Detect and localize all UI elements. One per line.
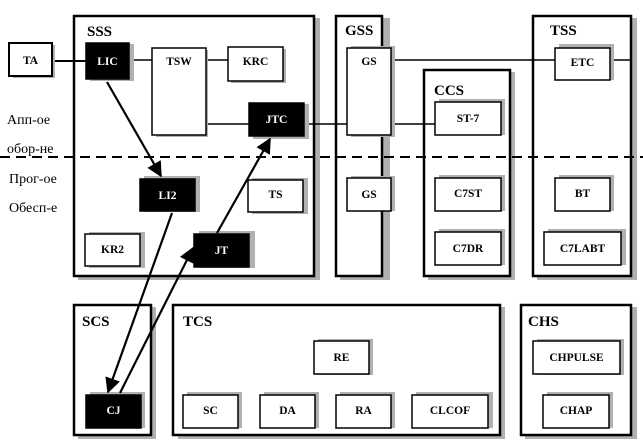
block-gs-software-label: GS xyxy=(361,189,376,201)
arrow-cj-to-jt xyxy=(119,246,194,394)
block-li2[interactable]: LI2 xyxy=(139,176,200,212)
block-c7labt[interactable]: C7LABT xyxy=(543,229,626,266)
block-tsw-label: TSW xyxy=(166,56,192,68)
block-cj-label: CJ xyxy=(106,405,120,417)
block-ts-label: TS xyxy=(268,189,282,201)
block-kr2-label: KR2 xyxy=(101,244,124,256)
block-ts[interactable]: TS xyxy=(247,178,308,214)
block-da[interactable]: DA xyxy=(259,392,319,429)
block-etc[interactable]: ETC xyxy=(554,44,614,81)
tcs-title: TCS xyxy=(183,314,212,330)
block-sc-label: SC xyxy=(203,405,218,417)
arrow-li2-to-cj xyxy=(105,212,174,394)
block-chap[interactable]: CHAP xyxy=(542,392,613,429)
block-bt-label: BT xyxy=(575,188,591,200)
block-sc[interactable]: SC xyxy=(182,392,242,429)
block-jt-label: JT xyxy=(215,245,229,257)
block-gs-software[interactable]: GS xyxy=(346,176,395,212)
block-clcof-label: CLCOF xyxy=(430,405,470,417)
block-c7st[interactable]: C7ST xyxy=(434,175,505,212)
block-lic-label: LIC xyxy=(97,56,117,68)
block-gs-hardware[interactable]: GS xyxy=(346,46,395,137)
side-labels: Апп-ое обор-не Прог-ое Обесп-е xyxy=(7,113,57,216)
arrows xyxy=(105,81,271,394)
block-jt[interactable]: JT xyxy=(193,231,255,268)
block-ra[interactable]: RA xyxy=(335,392,395,429)
block-kr2[interactable]: KR2 xyxy=(84,232,145,268)
block-st7-label: ST-7 xyxy=(457,113,480,125)
block-li2-label: LI2 xyxy=(159,190,177,202)
block-re[interactable]: RE xyxy=(313,339,373,375)
sss-title: SSS xyxy=(87,24,112,40)
block-jtc-label: JTC xyxy=(266,114,288,126)
block-gs-hardware-label: GS xyxy=(361,56,376,68)
block-clcof[interactable]: CLCOF xyxy=(411,392,493,429)
label-hardware-line2: обор-не xyxy=(7,142,54,157)
block-cj[interactable]: CJ xyxy=(85,392,145,429)
block-ta-label: TA xyxy=(23,55,39,67)
block-jtc[interactable]: JTC xyxy=(248,102,309,139)
gss-title: GSS xyxy=(345,23,373,39)
block-c7dr-label: C7DR xyxy=(453,243,484,255)
label-software-line1: Прог-ое xyxy=(9,172,57,187)
block-c7st-label: C7ST xyxy=(454,188,482,200)
block-bt[interactable]: BT xyxy=(554,175,614,212)
arrow-lic-to-li2 xyxy=(106,81,162,178)
block-chpulse[interactable]: CHPULSE xyxy=(532,339,624,375)
tss-title: TSS xyxy=(550,23,577,39)
scs-title: SCS xyxy=(82,314,110,330)
block-chpulse-label: CHPULSE xyxy=(549,352,604,364)
block-re-label: RE xyxy=(334,352,350,364)
block-lic[interactable]: LIC xyxy=(85,42,134,81)
block-ra-label: RA xyxy=(355,405,372,417)
label-software-line2: Обесп-е xyxy=(9,201,57,216)
block-ta[interactable]: TA xyxy=(8,42,55,78)
ccs-title: CCS xyxy=(434,83,464,99)
label-hardware-line1: Апп-ое xyxy=(7,113,50,128)
block-krc-label: KRC xyxy=(243,56,269,68)
block-krc[interactable]: KRC xyxy=(227,46,286,83)
block-tsw[interactable]: TSW xyxy=(151,47,208,137)
block-chap-label: CHAP xyxy=(560,405,593,417)
block-c7dr[interactable]: C7DR xyxy=(434,229,505,266)
block-c7labt-label: C7LABT xyxy=(560,243,606,255)
block-etc-label: ETC xyxy=(571,57,595,69)
arrow-jt-to-jtc xyxy=(216,137,271,234)
block-da-label: DA xyxy=(279,405,296,417)
block-st7[interactable]: ST-7 xyxy=(434,99,505,136)
chs-title: CHS xyxy=(528,314,559,330)
